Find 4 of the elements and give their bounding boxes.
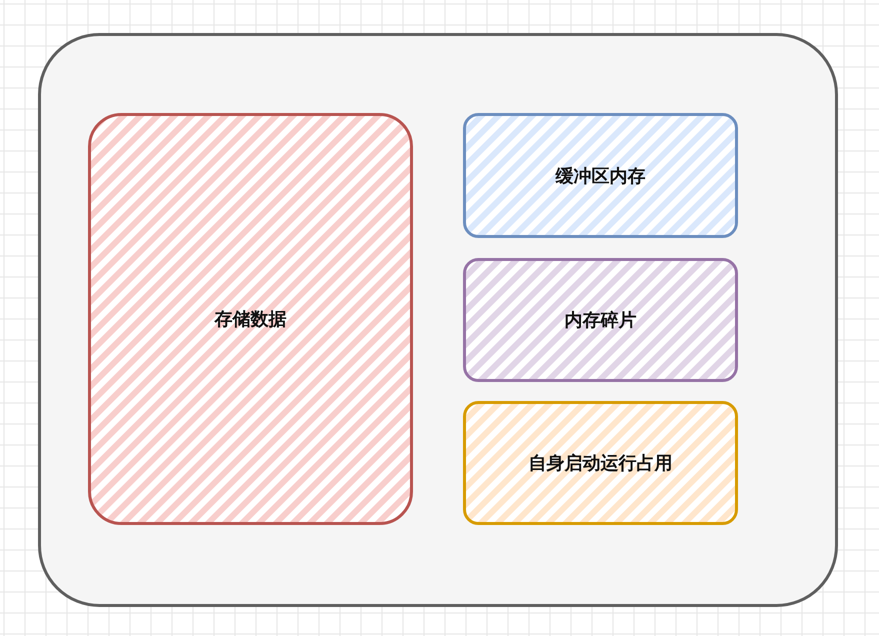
- box-label: 存储数据: [214, 308, 286, 331]
- box-label: 缓冲区内存: [556, 164, 646, 188]
- box-label: 内存碎片: [564, 309, 636, 332]
- box-label: 自身启动运行占用: [528, 452, 672, 475]
